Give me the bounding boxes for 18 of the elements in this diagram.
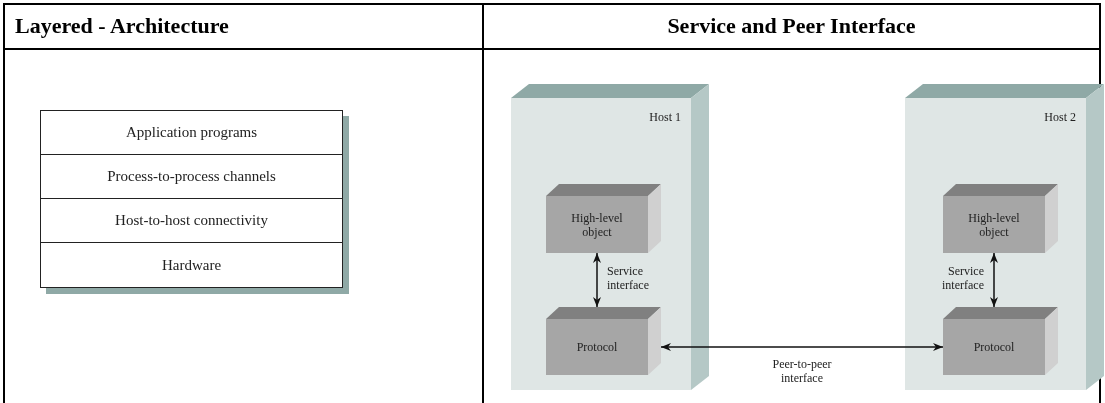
column-header: Layered - Architecture: [15, 13, 229, 39]
block-label: Protocol: [972, 340, 1016, 354]
edge-label: Peer-to-peer interface: [771, 357, 833, 385]
edge-label: Service interface: [941, 264, 984, 292]
host-label: Host 1: [649, 110, 681, 124]
column-header: Service and Peer Interface: [666, 13, 917, 39]
double-arrow: [593, 252, 601, 308]
layer-box: Hardware: [40, 242, 343, 288]
double-arrow: [660, 343, 944, 351]
block-label: High-level object: [967, 210, 1021, 239]
layer-box: Host-to-host connectivity: [40, 198, 343, 243]
block-label: High-level object: [570, 210, 624, 239]
host-label: Host 2: [1044, 110, 1076, 124]
double-arrow: [990, 252, 998, 308]
layer-box: Process-to-process channels: [40, 154, 343, 199]
edge-label: Service interface: [607, 264, 650, 292]
block-label: Protocol: [575, 340, 619, 354]
layer-box: Application programs: [40, 110, 343, 155]
